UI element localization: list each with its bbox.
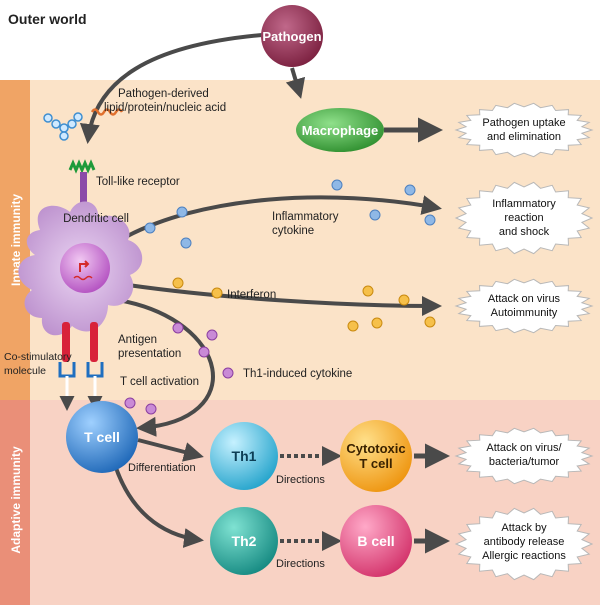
- inflammatory-cytokine-label-2: cytokine: [272, 225, 314, 237]
- differentiation-label: Differentiation: [128, 462, 196, 474]
- outcome-3-line-2: Autoimmunity: [491, 307, 558, 319]
- bcell-node: [340, 505, 412, 577]
- pathogen-to-macrophage-arrow: [285, 67, 306, 99]
- interferon-dots: [172, 277, 436, 332]
- outcome-2-burst: [454, 181, 594, 255]
- interferon-label: Interferon: [227, 289, 276, 301]
- th1-label: Th1: [232, 448, 257, 464]
- th1-cytokine-label: Th1-induced cytokine: [243, 368, 352, 380]
- th1-node: [210, 422, 278, 490]
- adaptive-tab: [0, 400, 30, 605]
- outcome-3-line-1: Attack on virus: [488, 293, 561, 305]
- innate-tab: [0, 80, 30, 400]
- inflammatory-cytokine-dots: [144, 179, 436, 249]
- outer-world-label: Outer world: [8, 11, 87, 27]
- outcome-3-burst: [454, 278, 594, 334]
- pamp-label-1: Pathogen-derived: [118, 88, 209, 100]
- tlr-label: Toll-like receptor: [96, 176, 180, 188]
- co-stimulatory-molecule-icon: [58, 322, 104, 411]
- th1-cytokine-arrow: [117, 298, 215, 437]
- interferon-arrow: [127, 283, 442, 316]
- tcell-label: T cell: [84, 429, 120, 445]
- outcome-1-burst: [454, 102, 594, 158]
- pathogen-label: Pathogen: [262, 29, 321, 44]
- tcell-activation-label: T cell activation: [120, 376, 199, 388]
- outcome-4-line-2: bacteria/tumor: [489, 456, 560, 468]
- costim-label-2: molecule: [4, 365, 46, 377]
- inflammatory-cytokine-label-1: Inflammatory: [272, 211, 339, 223]
- gene-expression-icon: [79, 260, 90, 272]
- th2-label: Th2: [232, 533, 257, 549]
- directions-label-1: Directions: [276, 474, 325, 486]
- tcell-to-th1-arrow: [137, 438, 204, 462]
- inflammatory-arrow: [119, 195, 442, 242]
- tcell-to-th2-arrow: [113, 464, 204, 548]
- outcome-4-line-1: Attack on virus/: [486, 442, 562, 454]
- outcome-2-line-3: and shock: [499, 226, 550, 238]
- outcome-5-line-3: Allergic reactions: [482, 550, 566, 562]
- antigen-label-1: Antigen: [118, 334, 157, 346]
- toll-like-receptor-icon: [68, 159, 96, 208]
- adaptive-immunity-label: Adaptive immunity: [9, 446, 23, 554]
- pamp-molecules-icon: [43, 108, 124, 141]
- outcome-bursts: [454, 102, 594, 581]
- dendritic-nucleus: [60, 243, 110, 293]
- cytotoxic-label-2: T cell: [359, 456, 392, 471]
- cytotoxic-label-1: Cytotoxic: [346, 441, 405, 456]
- th1-cytokine-dots: [124, 322, 234, 415]
- pamp-label-2: lipid/protein/nucleic acid: [104, 102, 226, 114]
- innate-immunity-label: Innate immunity: [9, 194, 23, 286]
- dna-icon: [73, 275, 93, 281]
- th2-node: [210, 507, 278, 575]
- outcome-2-line-1: Inflammatory: [492, 198, 556, 210]
- outcome-4-burst: [454, 427, 594, 485]
- cytotoxic-tcell-node: [340, 420, 412, 492]
- pathogen-node: [261, 5, 323, 67]
- macrophage-node: [296, 108, 384, 152]
- outcome-5-line-1: Attack by: [501, 522, 547, 534]
- dendritic-cell-label: Dendritic cell: [63, 213, 129, 225]
- bcell-label: B cell: [357, 533, 394, 549]
- outcome-1-line-1: Pathogen uptake: [482, 117, 565, 129]
- directions-label-2: Directions: [276, 558, 325, 570]
- tcell-node: [66, 401, 138, 473]
- antigen-label-2: presentation: [118, 348, 181, 360]
- outcome-1-line-2: and elimination: [487, 131, 561, 143]
- macrophage-label: Macrophage: [302, 123, 379, 138]
- outcome-5-burst: [454, 507, 594, 581]
- outcome-2-line-2: reaction: [504, 212, 543, 224]
- costim-label-1: Co-stimulatory: [4, 351, 72, 363]
- pathogen-to-receptor-arrow: [79, 33, 263, 144]
- outcome-5-line-2: antibody release: [484, 536, 565, 548]
